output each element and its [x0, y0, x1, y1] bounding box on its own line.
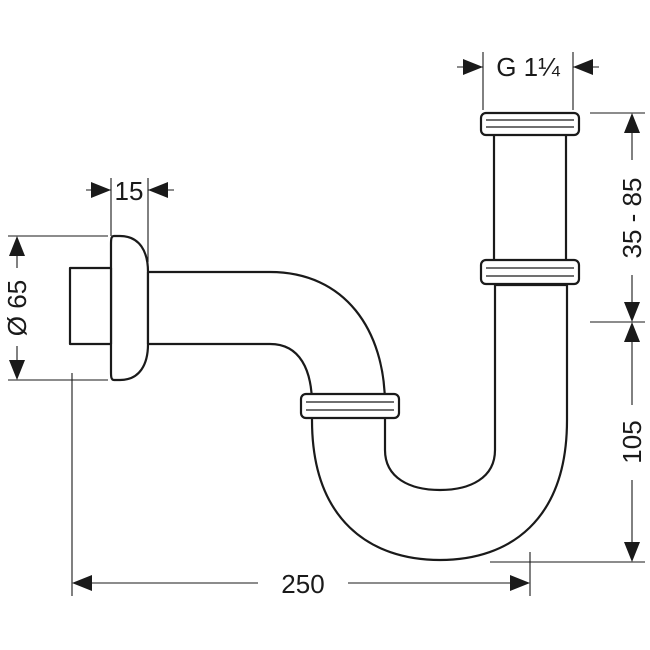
length-arrow-left — [72, 575, 92, 591]
height-adjust-arrow-top — [624, 113, 640, 133]
flange-arrow-left — [91, 182, 111, 198]
height-adjust-label: 35 - 85 — [617, 178, 647, 259]
trap-depth-arrow-top — [624, 322, 640, 342]
diameter-dimension: Ø 65 — [2, 235, 108, 381]
top-nut — [479, 111, 581, 137]
thread-arrow-left — [463, 59, 483, 75]
flange-arrow-right — [148, 182, 168, 198]
thread-arrow-right — [573, 59, 593, 75]
trap-depth-arrow-bottom — [624, 542, 640, 562]
siphon-outline — [68, 111, 581, 562]
middle-nut — [479, 258, 581, 286]
length-arrow-right — [510, 575, 530, 591]
length-dimension: 250 — [71, 373, 531, 599]
thread-label: G 1¼ — [496, 52, 560, 82]
wall-flange — [109, 234, 150, 382]
diameter-arrow-bottom — [9, 360, 25, 380]
thread-dimension: G 1¼ — [457, 52, 599, 110]
wall-sleeve — [68, 266, 113, 346]
trap-depth-dimension: 105 — [490, 322, 647, 563]
diameter-arrow-top — [9, 236, 25, 256]
length-label: 250 — [281, 569, 324, 599]
flange-thickness-dimension: 15 — [86, 176, 174, 262]
trap-depth-label: 105 — [617, 420, 647, 463]
flange-thickness-label: 15 — [115, 176, 144, 206]
union-nut — [299, 392, 401, 420]
height-adjust-dimension: 35 - 85 — [590, 112, 647, 323]
tailpiece-tube — [492, 131, 568, 263]
diameter-label: Ø 65 — [2, 280, 32, 336]
height-adjust-arrow-bottom — [624, 302, 640, 322]
